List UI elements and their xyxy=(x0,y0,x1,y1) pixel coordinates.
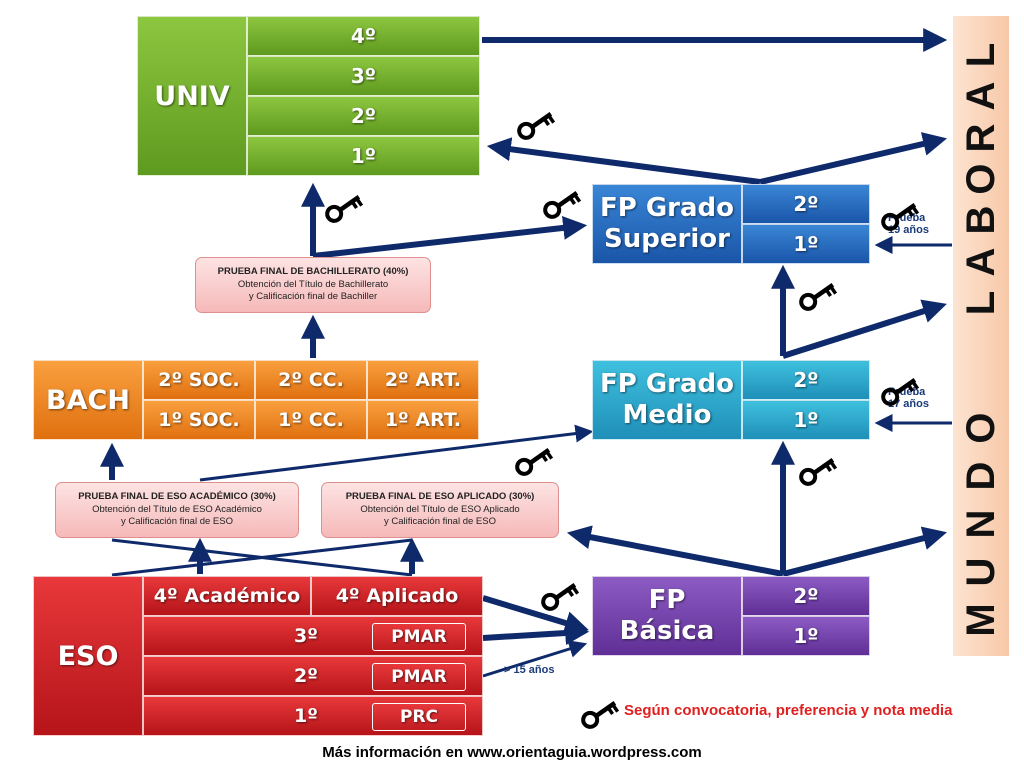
prueba-eso-apl-line2: Obtención del Título de ESO Aplicado xyxy=(360,503,520,515)
prueba-eso-aplicado-box: PRUEBA FINAL DE ESO APLICADO (30%) Obten… xyxy=(321,482,559,538)
eso-4-academico: 4º Académico xyxy=(143,576,311,616)
legend-note: Según convocatoria, preferencia y nota m… xyxy=(624,702,953,719)
eso-year-3: 3º xyxy=(294,625,318,647)
bach-1-cc: 1º CC. xyxy=(255,400,367,440)
prueba-bach-line3: y Calificación final de Bachiller xyxy=(248,291,378,303)
eso-program-2: PMAR xyxy=(372,663,466,691)
fp-medio-line1: FP Grado xyxy=(599,368,735,399)
key-icon xyxy=(796,275,840,319)
laboral-letter: U xyxy=(959,557,1003,587)
eso-row-1: 1º PRC xyxy=(143,696,483,736)
key-icon xyxy=(322,187,366,231)
bach-2-art: 2º ART. xyxy=(367,360,479,400)
fp-basica-line2: Básica xyxy=(619,616,715,646)
fp-medio-line2: Medio xyxy=(622,400,712,430)
fp-superior-year-1: 1º xyxy=(742,224,870,264)
univ-year-3: 3º xyxy=(247,56,480,96)
fp-medio-year-2: 2º xyxy=(742,360,870,400)
eso-label: ESO xyxy=(33,576,143,736)
prueba-19-line2: 19 años xyxy=(888,224,929,236)
eso-year-2: 2º xyxy=(294,665,318,687)
prueba-eso-academico-box: PRUEBA FINAL DE ESO ACADÉMICO (30%) Obte… xyxy=(55,482,299,538)
laboral-letter: N xyxy=(959,509,1003,539)
prueba-eso-apl-title: PRUEBA FINAL DE ESO APLICADO (30%) xyxy=(345,490,535,502)
key-icon xyxy=(514,104,558,148)
fp-superior-year-2: 2º xyxy=(742,184,870,224)
bach-2-cc: 2º CC. xyxy=(255,360,367,400)
fp-basica-year-2: 2º xyxy=(742,576,870,616)
eso-program-1: PRC xyxy=(372,703,466,731)
fp-medio-year-1: 1º xyxy=(742,400,870,440)
univ-year-4: 4º xyxy=(247,16,480,56)
prueba-bachillerato-box: PRUEBA FINAL DE BACHILLERATO (40%) Obten… xyxy=(195,257,431,313)
key-icon xyxy=(878,195,922,239)
univ-label: UNIV xyxy=(137,16,247,176)
bach-label: BACH xyxy=(33,360,143,440)
univ-year-2: 2º xyxy=(247,96,480,136)
prueba-eso-acad-title: PRUEBA FINAL DE ESO ACADÉMICO (30%) xyxy=(78,490,276,502)
fp-medio-label: FP Grado Medio xyxy=(592,360,742,440)
prueba-eso-acad-line3: y Calificación final de ESO xyxy=(121,516,233,528)
fp-basica-year-1: 1º xyxy=(742,616,870,656)
age-15-label: > 15 años xyxy=(504,664,555,676)
key-icon xyxy=(578,693,622,737)
key-icon xyxy=(878,370,922,414)
bach-1-art: 1º ART. xyxy=(367,400,479,440)
laboral-letter: D xyxy=(959,461,1003,491)
eso-4-aplicado: 4º Aplicado xyxy=(311,576,483,616)
prueba-bach-title: PRUEBA FINAL DE BACHILLERATO (40%) xyxy=(217,265,409,277)
bach-2-soc: 2º SOC. xyxy=(143,360,255,400)
key-icon xyxy=(512,440,556,484)
prueba-eso-apl-line3: y Calificación final de ESO xyxy=(384,516,496,528)
eso-program-3: PMAR xyxy=(372,623,466,651)
eso-row-3: 3º PMAR xyxy=(143,616,483,656)
fp-basica-line1: FP xyxy=(648,584,686,615)
footer-link-text: Más información en www.orientaguia.wordp… xyxy=(322,744,702,761)
key-icon xyxy=(796,450,840,494)
laboral-letter: L xyxy=(959,42,1003,67)
fp-basica-label: FP Básica xyxy=(592,576,742,656)
bach-1-soc: 1º SOC. xyxy=(143,400,255,440)
fp-superior-line1: FP Grado xyxy=(599,192,735,223)
fp-superior-line2: Superior xyxy=(604,224,730,254)
laboral-letter: O xyxy=(959,412,1003,444)
prueba-eso-acad-line2: Obtención del Título de ESO Académico xyxy=(92,503,262,515)
key-icon xyxy=(538,575,582,619)
prueba-17-line2: 17 años xyxy=(888,398,929,410)
key-icon xyxy=(540,183,584,227)
fp-superior-label: FP Grado Superior xyxy=(592,184,742,264)
laboral-letter: M xyxy=(959,603,1003,637)
univ-year-1: 1º xyxy=(247,136,480,176)
eso-year-1: 1º xyxy=(294,705,318,727)
prueba-bach-line2: Obtención del Título de Bachillerato xyxy=(237,278,389,290)
eso-row-2: 2º PMAR xyxy=(143,656,483,696)
